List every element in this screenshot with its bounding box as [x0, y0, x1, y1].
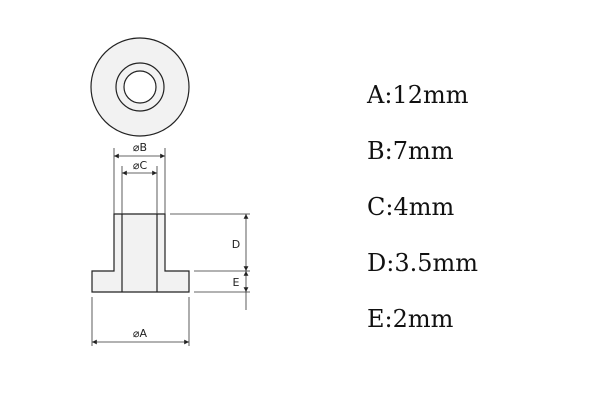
dim-label-d: D: [232, 238, 240, 251]
bore-circle: [123, 70, 157, 104]
spec-d: D:3.5mm: [367, 249, 479, 277]
side-view: [91, 213, 190, 293]
spec-e: E:2mm: [367, 305, 454, 333]
spec-a: A:12mm: [367, 81, 469, 109]
bushing-profile: [91, 213, 190, 293]
dim-label-a: ⌀A: [133, 327, 148, 340]
spec-b: B:7mm: [367, 137, 454, 165]
spec-c: C:4mm: [367, 193, 455, 221]
dim-label-b: ⌀B: [133, 141, 147, 154]
dim-label-c: ⌀C: [133, 159, 148, 172]
spec-list: A:12mm B:7mm C:4mm D:3.5mm E:2mm: [367, 78, 478, 358]
top-view: [90, 37, 190, 137]
dim-label-e: E: [233, 276, 240, 289]
